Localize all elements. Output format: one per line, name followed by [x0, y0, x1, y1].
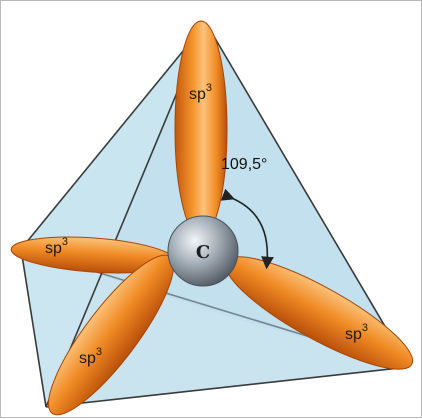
- lobe-top: [174, 20, 228, 238]
- lobe-label-bottom-left: sp3: [79, 346, 102, 367]
- lobe-label-right: sp3: [345, 322, 368, 343]
- bond-angle-arc: [220, 188, 274, 270]
- edge-apex-left: [20, 22, 207, 250]
- tetrahedron-left-face: [21, 23, 206, 407]
- bond-angle-label: 109,5°: [221, 156, 267, 173]
- orbital-lobes: [10, 20, 414, 416]
- lobe-label-top: sp3: [189, 82, 212, 103]
- atom-label: C: [196, 242, 210, 263]
- lobe-label-left: sp3: [45, 236, 68, 257]
- edge-bottom-right: [45, 366, 410, 408]
- edge-left-bottom: [20, 248, 47, 408]
- edge-apex-right: [205, 22, 410, 368]
